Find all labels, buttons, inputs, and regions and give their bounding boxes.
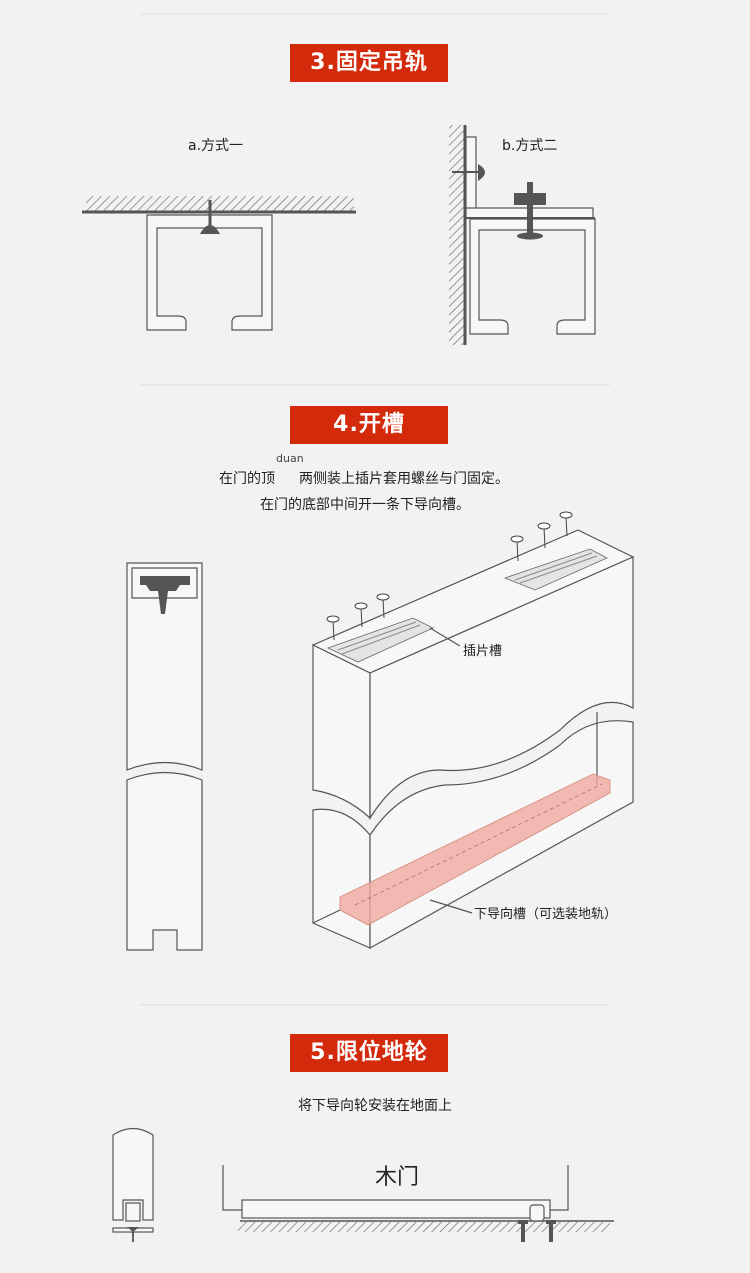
groove-label: 下导向槽（可选装地轨） — [474, 906, 617, 922]
instruction-line2: 在门的底部中间开一条下导向槽。 — [260, 497, 470, 513]
method-b-drawing — [449, 125, 596, 345]
screw-icon — [326, 511, 573, 641]
door-isometric — [311, 511, 635, 950]
section-5-description: 将下导向轮安装在地面上 — [298, 1098, 452, 1114]
door-side-profile — [126, 562, 203, 951]
section-5-title: 5.限位地轮 — [290, 1034, 448, 1072]
method-b-label: b.方式二 — [502, 138, 557, 154]
door-label: 木门 — [375, 1165, 419, 1190]
floor-roller-drawing — [222, 1165, 614, 1242]
method-a-label: a.方式一 — [188, 138, 243, 154]
method-a-drawing — [82, 196, 356, 331]
pinyin-annotation: duan — [276, 452, 304, 465]
roller-profile — [112, 1127, 154, 1242]
section-3-title: 3.固定吊轨 — [290, 44, 448, 82]
section-4-title: 4.开槽 — [290, 406, 448, 444]
slot-label: 插片槽 — [463, 644, 502, 659]
bottom-groove — [339, 773, 611, 926]
instruction-line1-part2: 两侧装上插片套用螺丝与门固定。 — [299, 471, 509, 487]
instruction-line1-part1: 在门的顶 — [219, 471, 275, 487]
